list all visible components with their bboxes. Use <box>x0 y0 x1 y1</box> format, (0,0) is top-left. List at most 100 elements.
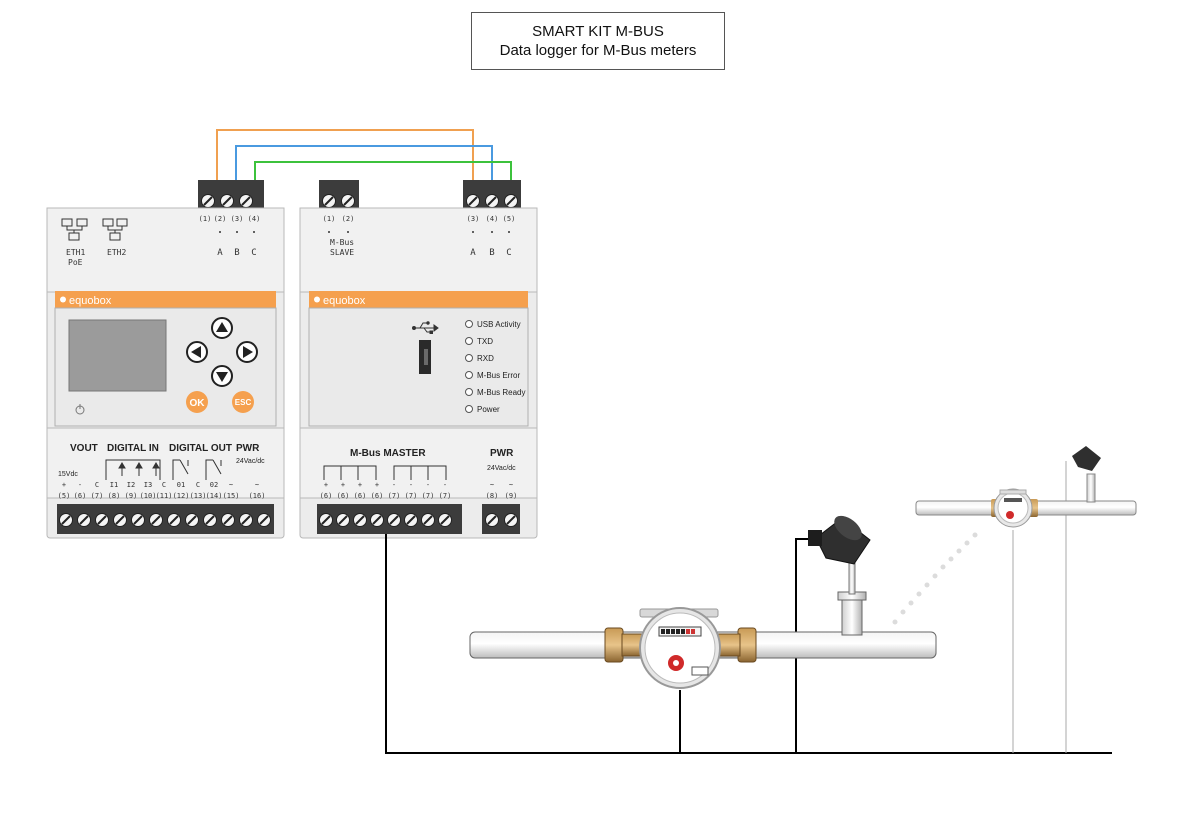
right-bottom-signals: ++++----~~ <box>324 481 513 489</box>
pwr-label-right: PWR <box>490 448 514 459</box>
terminal-number: (7) <box>388 492 401 500</box>
screw-terminal <box>384 507 404 531</box>
terminal-number: (9) <box>505 492 518 500</box>
ok-label: OK <box>190 398 206 409</box>
title-line-2: Data logger for M-Bus meters <box>499 42 697 59</box>
terminal-number: (14) <box>206 492 223 500</box>
wire-green <box>254 161 512 185</box>
screw-terminal <box>333 507 353 531</box>
poe-label: PoE <box>68 258 83 267</box>
pwr-voltage-right: 24Vac/dc <box>487 465 516 472</box>
title-line-1: SMART KIT M-BUS <box>532 23 664 40</box>
screw-terminal <box>316 507 336 531</box>
terminal-signal: + <box>62 481 66 489</box>
terminal-signal: - <box>426 481 430 489</box>
terminal-number: (5) <box>58 492 71 500</box>
left-brand-label: equobox <box>69 295 112 307</box>
slave-terminal-numbers: (1)(2) <box>323 215 354 233</box>
arrow-up-button[interactable] <box>211 317 233 339</box>
terminal-number: (1) <box>199 215 212 223</box>
left-brand-strip <box>55 291 276 308</box>
terminal-number: (8) <box>486 492 499 500</box>
screw-terminal <box>218 507 238 531</box>
terminal-number: (13) <box>190 492 207 500</box>
group-vout: VOUT <box>70 443 98 454</box>
terminal-signal: C <box>196 481 200 489</box>
right-top-terminal-numbers: (3)(4)(5) <box>467 215 515 233</box>
terminal-number: (6) <box>354 492 367 500</box>
terminal-label: A <box>217 248 223 258</box>
terminal-signal: ~ <box>509 481 513 489</box>
wire-orange <box>216 129 474 185</box>
terminal-number: (8) <box>108 492 121 500</box>
screw-terminal <box>401 507 421 531</box>
terminal-signal: - <box>409 481 413 489</box>
terminal-signal: I1 <box>110 481 118 489</box>
terminal-signal: - <box>443 481 447 489</box>
arrow-left-icon <box>191 346 201 358</box>
terminal-signal: I2 <box>127 481 135 489</box>
arrow-left-button[interactable] <box>186 341 208 363</box>
terminal-signal: 02 <box>210 481 218 489</box>
screw-terminal <box>164 507 184 531</box>
arrow-right-button[interactable] <box>236 341 258 363</box>
eth2-label: ETH2 <box>107 248 126 257</box>
terminal-number: (9) <box>125 492 138 500</box>
screw-terminal <box>182 507 202 531</box>
terminal-number: (7) <box>422 492 435 500</box>
screw-terminal <box>254 507 274 531</box>
led-label: USB Activity <box>477 320 521 329</box>
led-indicator <box>465 320 473 328</box>
terminal-signal: C <box>162 481 166 489</box>
terminal-number: (11) <box>156 492 173 500</box>
terminal-number: (7) <box>405 492 418 500</box>
arrow-up-icon <box>216 322 228 332</box>
arrow-down-button[interactable] <box>211 365 233 387</box>
terminal-number: (12) <box>173 492 190 500</box>
rs485-wires <box>216 129 512 185</box>
terminal-number: (6) <box>74 492 87 500</box>
mbus-master-symbol <box>323 465 447 480</box>
screw-terminal <box>418 507 438 531</box>
esc-button[interactable]: ESC <box>232 391 254 413</box>
terminal-number: (15) <box>223 492 240 500</box>
right-brand-strip <box>309 291 528 308</box>
terminal-number: (1) <box>323 215 336 223</box>
screw-terminal <box>146 507 166 531</box>
ok-button[interactable]: OK <box>186 391 208 413</box>
terminal-signal: + <box>375 481 379 489</box>
esc-label: ESC <box>235 398 252 407</box>
terminal-label: C <box>506 248 511 258</box>
vout-voltage: 15Vdc <box>58 471 78 478</box>
left-device: equobox OK ESC <box>46 180 285 539</box>
pwr-voltage-left: 24Vac/dc <box>236 458 265 465</box>
led-indicator <box>465 354 473 362</box>
screw-terminal <box>92 507 112 531</box>
arrow-right-icon <box>243 346 253 358</box>
terminal-signal: C <box>95 481 99 489</box>
terminal-number: (6) <box>337 492 350 500</box>
slave-label-1: M-Bus <box>330 238 354 247</box>
terminal-signal: - <box>392 481 396 489</box>
slave-label-2: SLAVE <box>330 248 354 257</box>
screw-terminal <box>74 507 94 531</box>
terminal-signal: - <box>78 481 82 489</box>
mbus-master-label: M-Bus MASTER <box>350 448 426 459</box>
terminal-number: (6) <box>371 492 384 500</box>
screw-terminal <box>56 507 76 531</box>
terminal-number: (16) <box>249 492 266 500</box>
terminal-label: B <box>234 248 239 258</box>
terminal-number: (3) <box>467 215 480 223</box>
screw-terminal <box>200 507 220 531</box>
terminal-number: (4) <box>486 215 499 223</box>
ethernet-icon <box>61 218 128 241</box>
wire-blue <box>235 145 493 185</box>
screw-terminal <box>236 507 256 531</box>
led-indicator <box>465 388 473 396</box>
led-label: M-Bus Ready <box>477 388 525 397</box>
terminal-number: (6) <box>320 492 333 500</box>
temperature-sensor <box>808 515 871 565</box>
